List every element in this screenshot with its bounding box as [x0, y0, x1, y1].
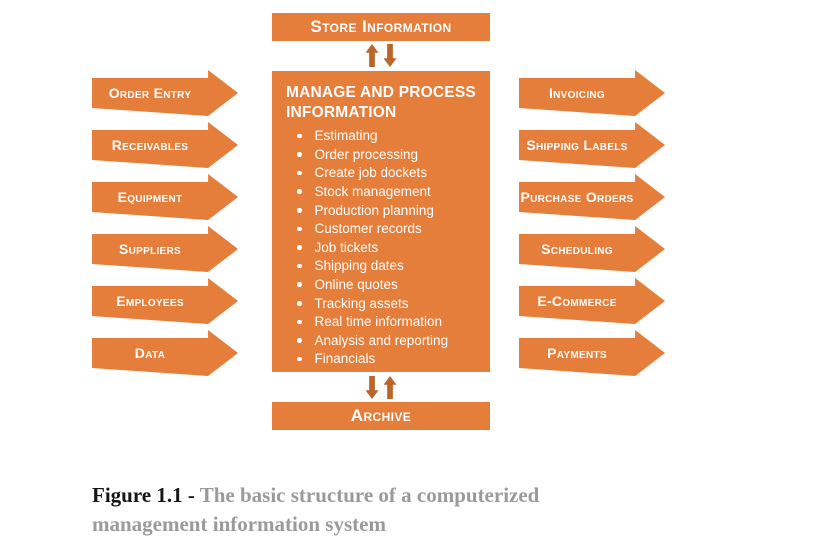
- input-arrow-label: Order Entry: [108, 85, 192, 101]
- list-item-label: Analysis and reporting: [314, 332, 449, 348]
- bullet-icon: [297, 208, 302, 213]
- list-item-label: Shipping dates: [314, 258, 404, 274]
- bottom-transfer-arrows: [272, 376, 490, 399]
- bullet-icon: [297, 356, 302, 362]
- top-transfer-arrows: [272, 44, 490, 67]
- output-arrow: Purchase Orders: [519, 174, 665, 220]
- list-item: Estimating: [286, 127, 476, 146]
- bullet-icon: [297, 319, 302, 325]
- list-item: Create job dockets: [286, 164, 476, 183]
- list-item: Job tickets: [286, 238, 476, 257]
- store-information-banner: Store Information: [272, 13, 490, 41]
- output-arrow-label: Purchase Orders: [520, 189, 634, 205]
- output-arrow: E-Commerce: [519, 278, 665, 324]
- input-arrow-label: Data: [134, 345, 166, 361]
- output-arrow: Payments: [519, 330, 665, 376]
- down-arrow-icon: [366, 376, 379, 399]
- figure-caption: Figure 1.1 - The basic structure of a co…: [92, 481, 612, 539]
- list-item-label: Production planning: [314, 202, 434, 218]
- list-item: Tracking assets: [286, 294, 476, 313]
- list-item-label: Job tickets: [314, 239, 379, 255]
- bullet-icon: [297, 245, 302, 250]
- bullet-icon: [297, 189, 302, 194]
- bullet-icon: [297, 152, 302, 157]
- input-arrow: Receivables: [92, 122, 238, 168]
- output-arrow-label: Scheduling: [541, 241, 613, 257]
- list-item: Shipping dates: [286, 257, 476, 276]
- output-arrow-label: Invoicing: [548, 85, 606, 101]
- bullet-icon: [297, 263, 302, 269]
- list-item: Order processing: [286, 145, 476, 164]
- list-item-label: Customer records: [314, 221, 422, 237]
- manage-process-title: MANAGE AND PROCESS INFORMATION: [286, 84, 476, 121]
- list-item: Production planning: [286, 201, 476, 220]
- output-arrow: Invoicing: [519, 70, 665, 116]
- input-arrow-column: Order Entry Receivables Equipment Suppli…: [92, 70, 238, 376]
- list-item-label: Order processing: [314, 146, 419, 162]
- bullet-icon: [297, 170, 302, 176]
- list-item: Customer records: [286, 220, 476, 239]
- output-arrow-label: Payments: [547, 345, 607, 361]
- output-arrow: Shipping Labels: [519, 122, 665, 168]
- output-arrow: Scheduling: [519, 226, 665, 272]
- manage-process-box: MANAGE AND PROCESS INFORMATION Estimatin…: [272, 71, 490, 372]
- input-arrow: Suppliers: [92, 226, 238, 272]
- output-arrow-column: Invoicing Shipping Labels Purchase Order…: [519, 70, 665, 376]
- list-item-label: Tracking assets: [314, 295, 409, 311]
- input-arrow-label: Suppliers: [118, 241, 182, 257]
- input-arrow-label: Receivables: [111, 137, 189, 153]
- list-item-label: Real time information: [314, 314, 443, 330]
- input-arrow: Equipment: [92, 174, 238, 220]
- list-item: Stock management: [286, 182, 476, 201]
- bullet-icon: [297, 226, 302, 232]
- input-arrow: Employees: [92, 278, 238, 324]
- bullet-icon: [297, 133, 302, 139]
- list-item: Analysis and reporting: [286, 331, 476, 350]
- bullet-icon: [297, 338, 302, 343]
- input-arrow-label: Equipment: [117, 189, 183, 205]
- input-arrow: Data: [92, 330, 238, 376]
- output-arrow-label: E-Commerce: [537, 293, 617, 309]
- list-item-label: Financials: [314, 351, 376, 367]
- list-item: Financials: [286, 350, 476, 369]
- list-item-label: Online quotes: [314, 276, 398, 292]
- process-item-list: Estimating Order processing Create job d…: [286, 127, 476, 369]
- archive-label: Archive: [350, 406, 412, 425]
- up-arrow-icon: [383, 376, 397, 399]
- list-item: Online quotes: [286, 275, 476, 294]
- list-item-label: Create job dockets: [314, 165, 428, 181]
- store-information-label: Store Information: [310, 17, 452, 36]
- down-arrow-icon: [384, 44, 397, 67]
- list-item-label: Stock management: [314, 183, 431, 199]
- list-item-label: Estimating: [314, 128, 378, 144]
- input-arrow-label: Employees: [116, 293, 184, 309]
- list-item: Real time information: [286, 313, 476, 332]
- bullet-icon: [297, 301, 302, 306]
- figure-caption-text: The basic structure of a computerized ma…: [92, 483, 540, 536]
- output-arrow-label: Shipping Labels: [526, 137, 628, 153]
- figure-caption-number: Figure 1.1 -: [92, 483, 200, 507]
- input-arrow: Order Entry: [92, 70, 238, 116]
- archive-banner: Archive: [272, 402, 490, 430]
- bullet-icon: [297, 282, 302, 287]
- up-arrow-icon: [365, 44, 379, 67]
